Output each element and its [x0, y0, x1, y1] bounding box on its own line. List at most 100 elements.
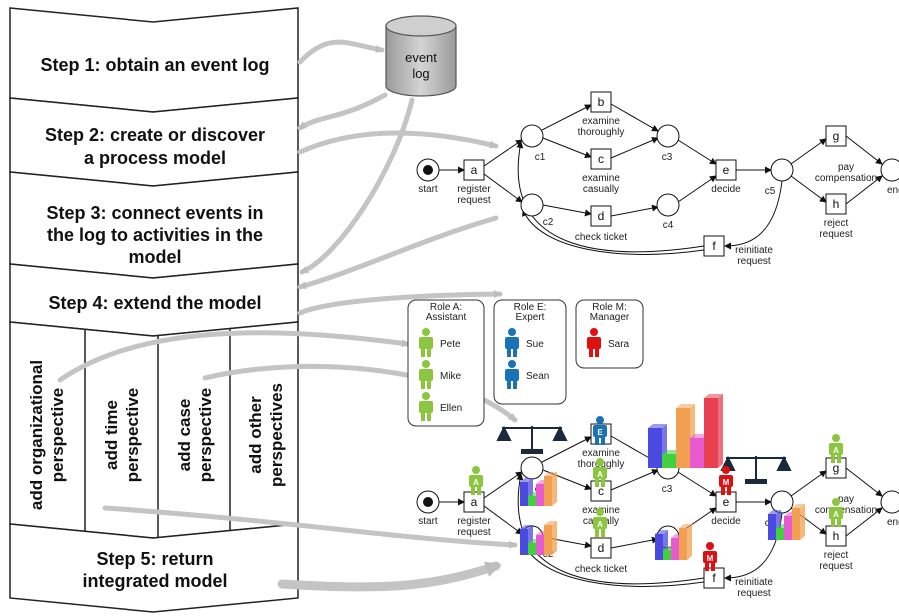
bottom-place-c1	[520, 456, 544, 480]
step4-label: Step 4: extend the model	[48, 293, 261, 313]
svg-text:A: A	[833, 446, 839, 455]
top-activity-d	[590, 205, 612, 227]
svg-text:M: M	[723, 478, 730, 487]
top-activity-c	[590, 148, 612, 170]
bottom-activity-letter-e: e	[723, 495, 730, 509]
top-place-label-c3: c3	[662, 152, 673, 163]
assistant-icon-a: A	[469, 466, 483, 495]
top-place-c3	[656, 124, 680, 148]
bottom-place-end	[880, 490, 899, 514]
bottom-start-label: start	[418, 516, 438, 527]
role-title-1: Role E:Expert	[514, 302, 547, 323]
bottom-activity-e	[715, 491, 737, 513]
top-activity-letter-e: e	[723, 163, 730, 177]
top-place-c1	[520, 124, 544, 148]
flow-arrows	[57, 39, 518, 592]
top-place-label-c4: c4	[663, 220, 674, 231]
bottom-activity-label-d: check ticket	[575, 564, 627, 575]
top-activity-letter-g: g	[833, 129, 840, 143]
top-activity-f	[703, 235, 725, 257]
assistant-icon-g: A	[829, 434, 843, 463]
top-activity-g	[825, 125, 847, 147]
top-activity-e	[715, 159, 737, 181]
bar-chart-c5	[768, 504, 805, 540]
bar-chart-c4	[655, 524, 692, 560]
top-end-label: end	[887, 185, 899, 196]
top-place-c4	[656, 193, 680, 217]
top-place-end	[880, 158, 899, 182]
role-member-icon-0-1	[419, 360, 433, 389]
role-title-2: Role M:Manager	[590, 302, 630, 323]
step5-box	[9, 523, 299, 613]
top-activity-b	[590, 91, 612, 113]
svg-text:E: E	[597, 428, 603, 437]
bar-chart-c5-bar-3	[792, 504, 805, 540]
manager-icon-e: M	[719, 466, 733, 495]
role-member-icon-1-0	[505, 328, 519, 357]
role-member-icon-0-2	[419, 392, 433, 421]
bottom-activity-d	[590, 537, 612, 559]
top-place-label-c1: c1	[535, 152, 546, 163]
bar-chart-c2-bar-3	[544, 521, 557, 555]
role-member-icon-0-0	[419, 328, 433, 357]
top-activity-letter-b: b	[598, 95, 605, 109]
step1-label: Step 1: obtain an event log	[40, 55, 269, 75]
bottom-activity-letter-a: a	[471, 495, 478, 509]
role-member-2-0: Sara	[608, 339, 630, 350]
role-title-0: Role A:Assistant	[426, 302, 467, 323]
assistant-icon-d: A	[593, 508, 607, 537]
role-member-1-1: Sean	[526, 371, 549, 382]
bar-chart-c4-bar-3	[679, 524, 692, 560]
bar-chart-c1-bar-3	[544, 472, 557, 506]
role-member-icon-2-0	[587, 328, 601, 357]
bar-chart-c1	[520, 472, 557, 506]
top-activity-letter-f: f	[712, 239, 716, 253]
bottom-activity-label-e: decide	[711, 516, 741, 527]
top-start-label: start	[418, 184, 438, 195]
svg-text:A: A	[597, 470, 603, 479]
role-member-icon-1-1	[505, 360, 519, 389]
bottom-start-token	[423, 497, 433, 507]
top-place-label-c2: c2	[543, 217, 554, 228]
expert-icon-b: E	[593, 416, 607, 445]
manager-icon-f: M	[703, 542, 717, 571]
bottom-activity-letter-h: h	[833, 529, 840, 543]
top-activity-label-e: decide	[711, 184, 741, 195]
svg-text:M: M	[707, 554, 714, 563]
top-activity-letter-a: a	[471, 163, 478, 177]
balance-scale-icon-left	[496, 425, 568, 454]
bottom-activity-letter-f: f	[712, 571, 716, 585]
top-activity-letter-h: h	[833, 197, 840, 211]
role-member-0-1: Mike	[440, 371, 462, 382]
steps-column	[9, 7, 299, 613]
svg-text:A: A	[473, 478, 479, 487]
top-activity-letter-c: c	[598, 152, 604, 166]
role-member-1-0: Sue	[526, 339, 544, 350]
top-place-label-c5: c5	[765, 186, 776, 197]
bottom-activity-letter-c: c	[598, 484, 604, 498]
top-activity-label-d: check ticket	[575, 232, 627, 243]
role-member-0-2: Ellen	[440, 403, 462, 414]
bottom-activity-h	[825, 525, 847, 547]
bottom-activity-letter-d: d	[598, 541, 605, 555]
bottom-activity-letter-g: g	[833, 461, 840, 475]
top-place-c2	[520, 193, 544, 217]
top-activity-letter-d: d	[598, 209, 605, 223]
bottom-place-label-c3: c3	[662, 484, 673, 495]
